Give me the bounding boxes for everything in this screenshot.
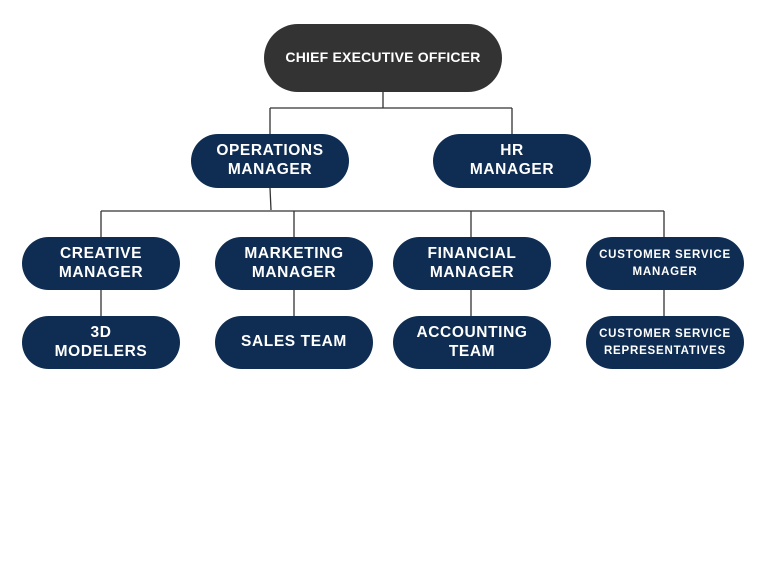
customer-service-manager-label: CUSTOMER SERVICE MANAGER <box>599 249 731 278</box>
operations-manager-label: OPERATIONS MANAGER <box>216 142 324 178</box>
modelers-3d-label: 3D MODELERS <box>54 323 148 360</box>
hr-manager-node: HR MANAGER <box>433 134 591 188</box>
operations-manager-node: OPERATIONS MANAGER <box>191 134 349 188</box>
hr-manager-label: HR MANAGER <box>469 142 555 178</box>
customer-service-reps-label: CUSTOMER SERVICE REPRESENTATIVES <box>599 328 731 357</box>
ceo-label: CHIEF EXECUTIVE OFFICER <box>285 49 481 66</box>
creative-manager-node: CREATIVE MANAGER <box>22 237 180 290</box>
financial-manager-node: FINANCIAL MANAGER <box>393 237 551 290</box>
accounting-team-node: ACCOUNTING TEAM <box>393 316 551 369</box>
marketing-manager-node: MARKETING MANAGER <box>215 237 373 290</box>
customer-service-reps-node: CUSTOMER SERVICE REPRESENTATIVES <box>586 316 744 369</box>
creative-manager-label: CREATIVE MANAGER <box>58 244 144 281</box>
marketing-manager-label: MARKETING MANAGER <box>244 244 344 281</box>
financial-manager-label: FINANCIAL MANAGER <box>427 244 517 281</box>
modelers-3d-node: 3D MODELERS <box>22 316 180 369</box>
accounting-team-label: ACCOUNTING TEAM <box>416 323 528 360</box>
sales-team-label: SALES TEAM <box>241 333 347 351</box>
sales-team-node: SALES TEAM <box>215 316 373 369</box>
customer-service-manager-node: CUSTOMER SERVICE MANAGER <box>586 237 744 290</box>
connector-operations-down <box>269 187 272 211</box>
ceo-node: CHIEF EXECUTIVE OFFICER <box>264 24 502 92</box>
